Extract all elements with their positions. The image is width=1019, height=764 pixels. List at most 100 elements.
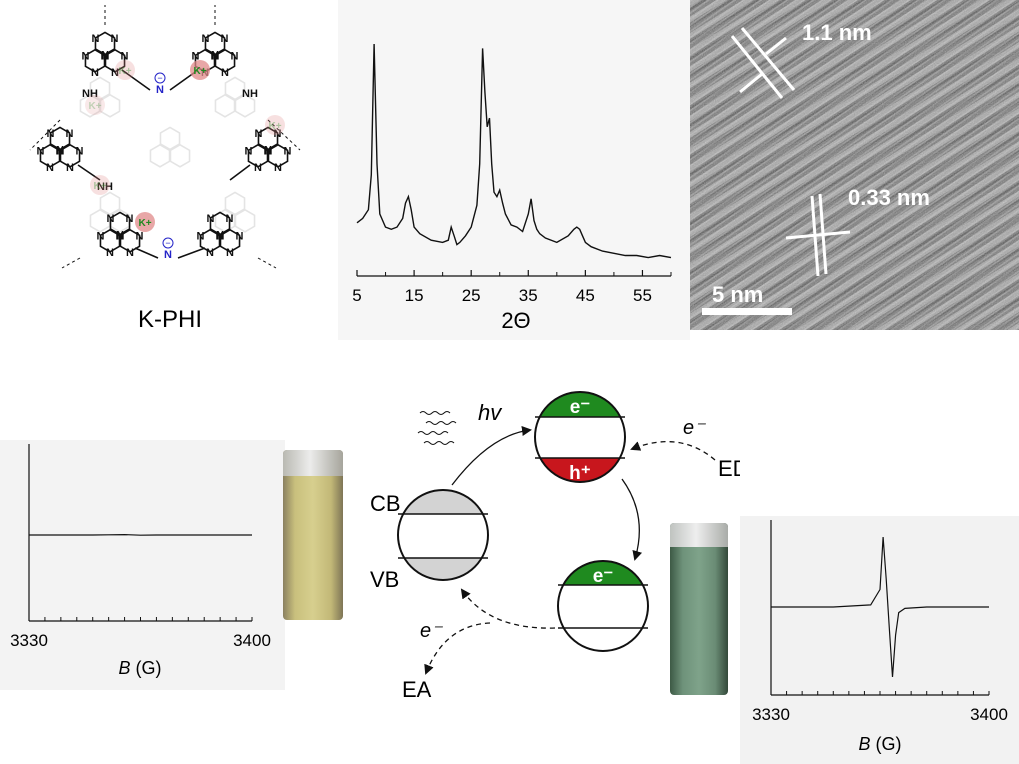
epr-right-tick-min: 3330 xyxy=(752,705,790,724)
nitrogen-atom: N xyxy=(81,50,89,62)
epr-left-chart: 3330 3400 B (G) xyxy=(10,444,271,678)
negative-charge-icon xyxy=(162,237,174,249)
potassium-ion: K+ xyxy=(268,121,281,132)
periodic-bond xyxy=(61,257,81,269)
epr-left-tick-max: 3400 xyxy=(233,631,271,650)
epr-right-x-symbol: B xyxy=(858,734,870,754)
epr-left-x-label: B (G) xyxy=(118,658,161,678)
triazine-ring xyxy=(119,228,141,253)
triazine-ring xyxy=(224,191,246,216)
nh-bridge: NH xyxy=(97,181,113,193)
nitrogen-atom: N xyxy=(244,145,252,157)
anionic-nitrogen: N xyxy=(156,84,164,96)
potassium-ion: K+ xyxy=(138,218,151,229)
epr-right-chart: 3330 3400 B (G) xyxy=(752,520,1008,754)
nh-bridge: NH xyxy=(82,88,98,100)
epr-right-tick-max: 3400 xyxy=(970,705,1008,724)
nitrogen-atom: N xyxy=(46,162,54,174)
nitrogen-atom: N xyxy=(121,50,129,62)
bond xyxy=(121,69,151,91)
nitrogen-atom: N xyxy=(254,128,262,140)
nitrogen-atom: N xyxy=(106,247,114,259)
potassium-halo xyxy=(115,60,135,80)
epr-right-x-unit: (G) xyxy=(871,734,902,754)
epr-left-background xyxy=(0,440,285,690)
nitrogen-atom: N xyxy=(231,50,239,62)
triazine-ring xyxy=(84,48,106,73)
xrd-x-label: 2Θ xyxy=(501,308,530,333)
triazine-ring xyxy=(109,211,131,236)
nitrogen-atom: N xyxy=(136,230,144,242)
nitrogen-atom: N xyxy=(206,213,214,225)
triazine-ring xyxy=(39,143,61,168)
triazine-ring xyxy=(159,126,181,151)
xrd-tick-label: 45 xyxy=(576,286,595,305)
triazine-ring xyxy=(234,93,256,118)
structure-label: K-PHI xyxy=(138,306,202,333)
nitrogen-atom: N xyxy=(221,33,229,45)
nitrogen-atom: N xyxy=(57,145,65,157)
triazine-ring xyxy=(214,48,236,73)
negative-charge-icon xyxy=(154,72,166,84)
excited-hole-label: h⁺ xyxy=(569,463,591,484)
triazine-ring xyxy=(214,93,236,118)
nitrogen-atom: N xyxy=(126,247,134,259)
tem-lattice: 1.1 nm 0.33 nm 5 nm xyxy=(690,0,1019,330)
nitrogen-atom: N xyxy=(111,67,119,79)
accumulation-arrow xyxy=(621,478,643,561)
nitrogen-atom: N xyxy=(96,230,104,242)
xrd-tick-label: 35 xyxy=(519,286,538,305)
epr-right-spectrum-line xyxy=(771,536,989,678)
nitrogen-atom: N xyxy=(66,162,74,174)
scale-bar xyxy=(702,308,792,315)
potassium-halo xyxy=(135,212,155,232)
periodic-bond xyxy=(267,119,301,151)
nitrogen-atom: N xyxy=(91,33,99,45)
triazine-ring xyxy=(89,208,111,233)
triazine-ring xyxy=(89,76,111,101)
triazine-ring xyxy=(99,228,121,253)
nitrogen-atom: N xyxy=(284,145,292,157)
bond xyxy=(134,247,159,259)
nitrogen-atom: N xyxy=(101,50,109,62)
vb-label: VB xyxy=(370,567,399,592)
anionic-nitrogen: N xyxy=(164,249,172,261)
nitrogen-atom: N xyxy=(265,145,273,157)
xrd-tick-label: 25 xyxy=(462,286,481,305)
nitrogen-atom: N xyxy=(254,162,262,174)
bond xyxy=(77,164,101,181)
potassium-ion: K+ xyxy=(193,66,206,77)
nitrogen-atom: N xyxy=(226,247,234,259)
nitrogen-atom: N xyxy=(126,213,134,225)
nitrogen-atom: N xyxy=(221,67,229,79)
nitrogen-atom: N xyxy=(46,128,54,140)
epr-right-background xyxy=(740,516,1019,764)
nitrogen-atom: N xyxy=(196,230,204,242)
nitrogen-atom: N xyxy=(56,145,64,157)
potassium-ion: K+ xyxy=(93,181,106,192)
vial-photo-green xyxy=(670,523,728,695)
triazine-ring xyxy=(149,143,171,168)
nitrogen-atom: N xyxy=(206,247,214,259)
triazine-ring xyxy=(247,143,269,168)
vial-photo-yellow xyxy=(283,450,343,620)
light-wave-icon xyxy=(417,411,457,445)
negative-charge-sign: − xyxy=(165,238,170,248)
ea-label: EA xyxy=(402,677,432,702)
triazine-ring xyxy=(257,126,279,151)
triazine-ring xyxy=(214,208,236,233)
nitrogen-atom: N xyxy=(117,230,125,242)
triazine-ring xyxy=(94,31,116,56)
nh-bridge: NH xyxy=(242,88,258,100)
triazine-ring xyxy=(99,93,121,118)
nitrogen-atom: N xyxy=(226,213,234,225)
triazine-ring xyxy=(49,126,71,151)
acceptor-electron-label: e⁻ xyxy=(420,620,443,642)
regeneration-arrow xyxy=(460,588,556,629)
cb-label: CB xyxy=(370,491,401,516)
potassium-halo xyxy=(90,175,110,195)
scale-bar-label: 5 nm xyxy=(712,282,763,307)
